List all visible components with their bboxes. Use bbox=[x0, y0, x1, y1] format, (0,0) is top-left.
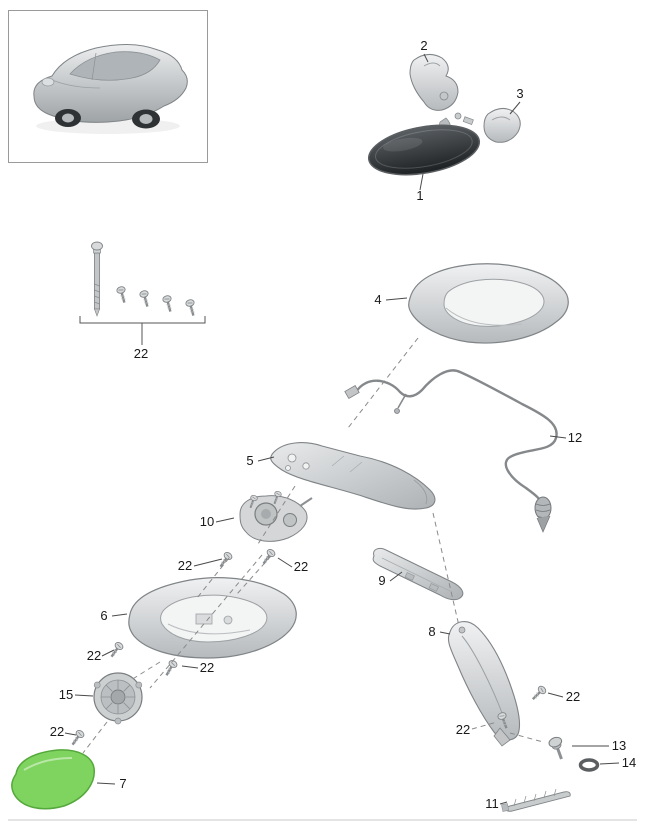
callout-label-22[interactable]: 22 bbox=[294, 559, 308, 574]
callout-label-6[interactable]: 6 bbox=[100, 608, 107, 623]
part-mirror-base-cover bbox=[409, 54, 474, 125]
callout-label-7[interactable]: 7 bbox=[119, 776, 126, 791]
screw bbox=[137, 288, 153, 309]
part-mirror-glass bbox=[11, 749, 95, 810]
callout-label-3[interactable]: 3 bbox=[516, 86, 523, 101]
part-fastening-bolt bbox=[548, 736, 563, 760]
callout-label-2[interactable]: 2 bbox=[420, 38, 427, 53]
part-led-strip bbox=[501, 788, 571, 812]
callout-15[interactable]: 15 bbox=[59, 687, 94, 702]
part-cover-cap bbox=[483, 108, 521, 143]
part-interior-mirror bbox=[367, 117, 481, 176]
callout-22-b[interactable]: 22 bbox=[277, 557, 308, 574]
callout-22-f[interactable]: 22 bbox=[547, 689, 580, 704]
callout-label-11[interactable]: 11 bbox=[485, 796, 499, 811]
callout-22-d[interactable]: 22 bbox=[181, 660, 214, 675]
callout-8[interactable]: 8 bbox=[428, 624, 451, 639]
callout-label-12[interactable]: 12 bbox=[568, 430, 582, 445]
callout-22-group[interactable]: 22 bbox=[134, 346, 148, 361]
callout-label-22[interactable]: 22 bbox=[134, 346, 148, 361]
callout-label-1[interactable]: 1 bbox=[416, 188, 423, 203]
callout-14[interactable]: 14 bbox=[599, 755, 636, 770]
callout-label-22[interactable]: 22 bbox=[200, 660, 214, 675]
assembly-dashed-lines bbox=[82, 337, 544, 754]
part-adjustment-unit bbox=[239, 489, 313, 542]
part-actuator bbox=[93, 672, 143, 725]
vehicle-thumbnail bbox=[8, 10, 208, 163]
screw bbox=[114, 284, 130, 305]
bracket-line bbox=[79, 316, 206, 324]
callout-13[interactable]: 13 bbox=[572, 738, 626, 753]
callout-label-8[interactable]: 8 bbox=[428, 624, 435, 639]
callout-label-22[interactable]: 22 bbox=[456, 722, 470, 737]
part-cable-harness bbox=[344, 369, 558, 533]
callout-7[interactable]: 7 bbox=[96, 776, 127, 791]
screw bbox=[161, 657, 180, 679]
screw bbox=[67, 727, 87, 749]
callout-1[interactable]: 1 bbox=[416, 173, 424, 203]
car-illustration bbox=[33, 44, 188, 134]
callout-label-13[interactable]: 13 bbox=[612, 738, 626, 753]
part-housing-upper bbox=[408, 263, 569, 344]
callout-label-22[interactable]: 22 bbox=[50, 724, 64, 739]
callout-label-22[interactable]: 22 bbox=[566, 689, 580, 704]
callout-label-10[interactable]: 10 bbox=[200, 514, 214, 529]
callout-label-9[interactable]: 9 bbox=[378, 573, 385, 588]
callout-22-g[interactable]: 22 bbox=[456, 721, 498, 737]
callout-11[interactable]: 11 bbox=[485, 796, 508, 811]
screw bbox=[258, 546, 278, 568]
part-trim-upper bbox=[372, 547, 464, 601]
screw bbox=[528, 683, 549, 704]
callout-12[interactable]: 12 bbox=[549, 430, 582, 445]
callout-22-c[interactable]: 22 bbox=[87, 648, 115, 663]
callout-label-14[interactable]: 14 bbox=[622, 755, 636, 770]
part-housing-lower bbox=[128, 577, 297, 659]
part-grommet bbox=[578, 758, 600, 772]
part-mirror-foot-cover bbox=[270, 442, 436, 510]
callout-4[interactable]: 4 bbox=[374, 292, 408, 307]
callout-label-15[interactable]: 15 bbox=[59, 687, 73, 702]
callout-9[interactable]: 9 bbox=[378, 571, 403, 588]
long-bolt bbox=[91, 241, 103, 317]
callout-3[interactable]: 3 bbox=[509, 86, 524, 115]
callout-label-22[interactable]: 22 bbox=[87, 648, 101, 663]
callout-label-5[interactable]: 5 bbox=[246, 453, 253, 468]
callout-6[interactable]: 6 bbox=[100, 608, 128, 623]
callout-10[interactable]: 10 bbox=[200, 514, 235, 529]
part-screw-set bbox=[79, 241, 206, 345]
screw bbox=[106, 639, 126, 661]
part-trim-lower bbox=[447, 621, 521, 747]
callout-22-a[interactable]: 22 bbox=[178, 558, 223, 573]
screw bbox=[183, 297, 199, 318]
callout-22-e[interactable]: 22 bbox=[50, 724, 77, 739]
callout-label-4[interactable]: 4 bbox=[374, 292, 381, 307]
screw bbox=[160, 293, 176, 314]
callout-5[interactable]: 5 bbox=[246, 453, 275, 468]
callout-label-22[interactable]: 22 bbox=[178, 558, 192, 573]
callout-2[interactable]: 2 bbox=[420, 38, 429, 63]
